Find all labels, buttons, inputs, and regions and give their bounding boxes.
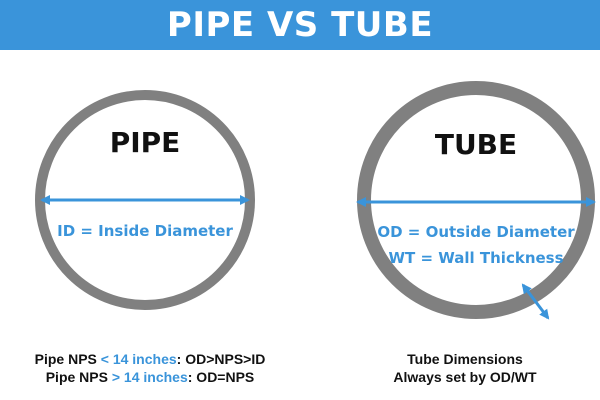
outside-diameter-label: OD = Outside Diameter	[377, 223, 575, 241]
pipe-note-suffix: : OD>NPS>ID	[176, 351, 266, 367]
inside-diameter-label: ID = Inside Diameter	[57, 222, 233, 240]
tube-circle	[357, 81, 595, 319]
wall-thickness-arrow	[521, 283, 550, 320]
page-title: PIPE VS TUBE	[166, 5, 434, 45]
wall-thickness-label: WT = Wall Thickness	[388, 249, 563, 267]
tube-note-line: Tube Dimensions	[407, 351, 523, 367]
pipe-note-line: Pipe NPS < 14 inches: OD>NPS>ID	[0, 350, 300, 368]
tube-notes: Tube Dimensions Always set by OD/WT	[330, 350, 600, 386]
pipe-note-suffix: : OD=NPS	[187, 369, 255, 385]
pipe-notes: Pipe NPS < 14 inches: OD>NPS>ID Pipe NPS…	[0, 350, 300, 386]
pipe-note-compare: > 14 inches	[111, 369, 188, 385]
pipe-note-prefix: Pipe NPS	[34, 351, 101, 367]
pipe-diagram: PIPE ID = Inside Diameter	[35, 90, 255, 310]
tube-title: TUBE	[435, 128, 517, 161]
pipe-note-compare: < 14 inches	[100, 351, 177, 367]
tube-note-line: Always set by OD/WT	[393, 369, 537, 385]
pipe-title: PIPE	[110, 126, 181, 159]
pipe-note-line: Pipe NPS > 14 inches: OD=NPS	[0, 368, 300, 386]
pipe-note-prefix: Pipe NPS	[45, 369, 112, 385]
tube-diagram: TUBE OD = Outside Diameter WT = Wall Thi…	[356, 81, 596, 320]
title-banner: PIPE VS TUBE	[0, 0, 600, 50]
